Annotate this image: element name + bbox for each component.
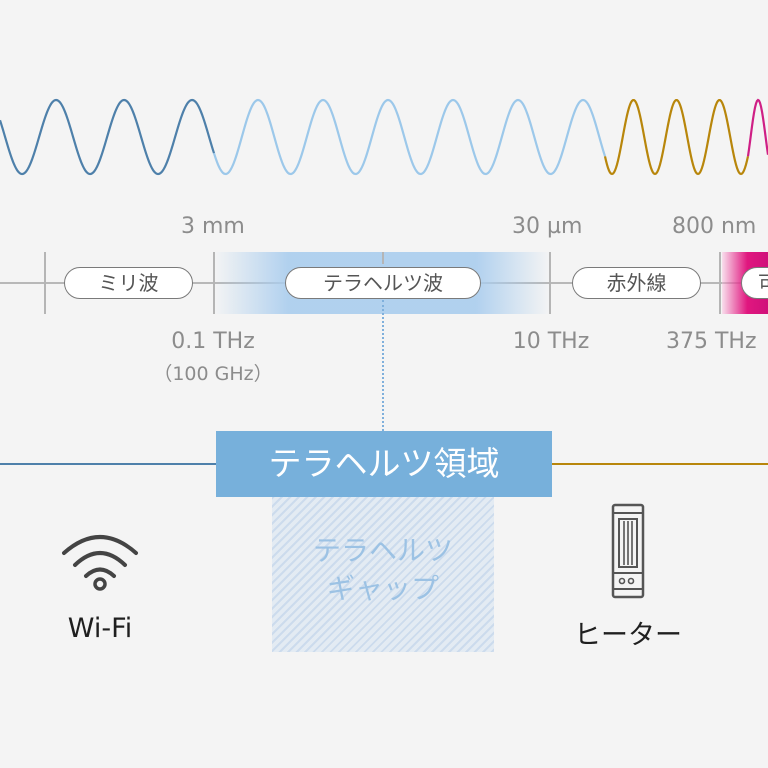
infrared-wave [603, 98, 750, 176]
axis-tick [719, 252, 721, 314]
band-infrared: 赤外線 [572, 267, 701, 299]
wavelength-label-3mm: 3 mm [181, 214, 245, 239]
band-terahertz-wave: テラヘルツ波 [285, 267, 481, 299]
heater-label: ヒーター [574, 620, 682, 651]
frequency-label-375thz: 375 THz [666, 329, 757, 354]
axis-tick [213, 252, 215, 314]
wifi-icon [62, 535, 138, 591]
gap-line-2: ギャップ [326, 572, 439, 605]
terahertz-region-box: テラヘルツ領域 [216, 431, 552, 497]
radio-wave [0, 98, 216, 176]
spectrum-wave [0, 98, 768, 176]
gap-line-1: テラヘルツ [312, 534, 453, 567]
terahertz-gap-area [272, 497, 494, 652]
wavelength-label-30um: 30 µm [512, 214, 583, 239]
wifi-label: Wi-Fi [67, 613, 133, 644]
visible-wave [746, 98, 768, 157]
wavelength-label-800nm: 800 nm [672, 214, 757, 239]
connector-dotted-line [382, 300, 384, 431]
frequency-label-10thz: 10 THz [512, 329, 590, 354]
frequency-label-100ghz: （100 GHz） [153, 363, 273, 385]
terahertz-gap-text: テラヘルツ ギャップ [272, 532, 494, 608]
band-millimeter-wave: ミリ波 [64, 267, 193, 299]
infrared-region-line [552, 463, 768, 465]
band-visible: 可 [741, 267, 768, 299]
axis-tick-center [382, 252, 384, 264]
heater-icon [611, 503, 645, 599]
radio-region-line [0, 463, 216, 465]
axis-tick [549, 252, 551, 314]
axis-tick [44, 252, 46, 314]
frequency-label-0-1thz: 0.1 THz [171, 329, 255, 354]
terahertz-wave [212, 98, 607, 176]
